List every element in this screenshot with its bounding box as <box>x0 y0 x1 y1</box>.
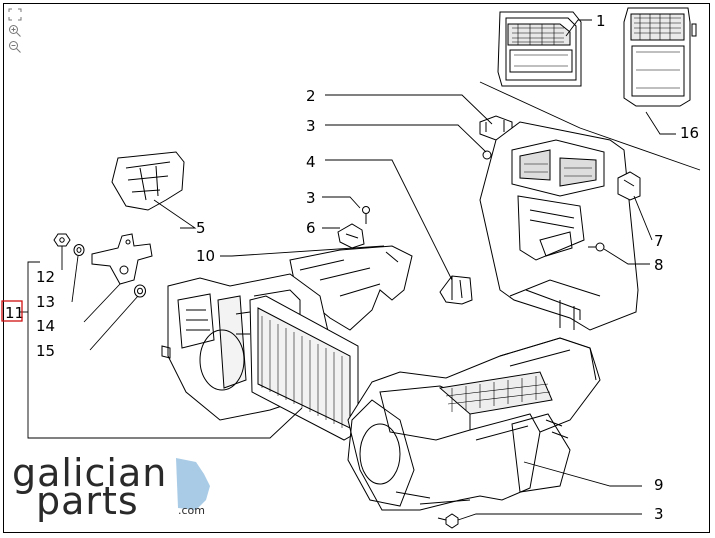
part-3-screw-middle[interactable] <box>362 206 370 225</box>
part-7-clip[interactable] <box>617 171 641 201</box>
zoom-in-icon[interactable] <box>8 24 22 37</box>
part-16-trim-panel[interactable] <box>623 7 697 107</box>
callout-1: 1 <box>596 12 606 30</box>
galicianparts-logo: galician parts .com <box>12 451 210 523</box>
part-5-mounting-bracket[interactable] <box>111 151 185 211</box>
callout-6: 6 <box>306 219 316 237</box>
leader-lines <box>20 19 676 521</box>
callout-16: 16 <box>680 124 699 142</box>
callout-3: 3 <box>306 117 316 135</box>
callout-5: 5 <box>196 219 206 237</box>
part-15-washer[interactable] <box>134 284 146 298</box>
logo-map-icon <box>176 458 210 510</box>
part-13-washer[interactable] <box>73 244 85 256</box>
callout-11: 11 <box>5 304 24 322</box>
callout-2: 2 <box>306 87 316 105</box>
fit-icon[interactable] <box>8 8 22 21</box>
callout-14: 14 <box>36 317 55 335</box>
callout-11-highlight <box>1 300 23 322</box>
callout-3: 3 <box>306 189 316 207</box>
logo-suffix: .com <box>178 504 205 517</box>
callout-12: 12 <box>36 268 55 286</box>
part-8-screw[interactable] <box>588 242 605 252</box>
part-14-lever-bracket[interactable] <box>91 233 153 285</box>
callout-4: 4 <box>306 153 316 171</box>
part-12-nut[interactable] <box>53 233 71 247</box>
heater-housing-main[interactable] <box>347 337 601 511</box>
part-11-heater-core[interactable] <box>235 295 359 441</box>
logo-line1: galician <box>12 451 167 495</box>
part-1-vent-grille[interactable] <box>497 11 582 87</box>
callout-15: 15 <box>36 342 55 360</box>
zoom-out-icon[interactable] <box>8 40 22 53</box>
callout-10: 10 <box>196 247 215 265</box>
part-3-screw-lower[interactable] <box>437 513 459 529</box>
callout-7: 7 <box>654 232 664 250</box>
air-distribution-duct[interactable] <box>479 121 639 331</box>
part-6-clamp[interactable] <box>337 223 365 249</box>
callout-8: 8 <box>654 256 664 274</box>
callout-labels: 1 2 3 4 5 3 6 10 12 13 11 14 15 16 7 8 9… <box>5 12 699 523</box>
callout-3: 3 <box>654 505 664 523</box>
callout-13: 13 <box>36 293 55 311</box>
part-4-bracket[interactable] <box>439 275 473 305</box>
callout-9: 9 <box>654 476 664 494</box>
logo-line2: parts <box>36 479 139 523</box>
